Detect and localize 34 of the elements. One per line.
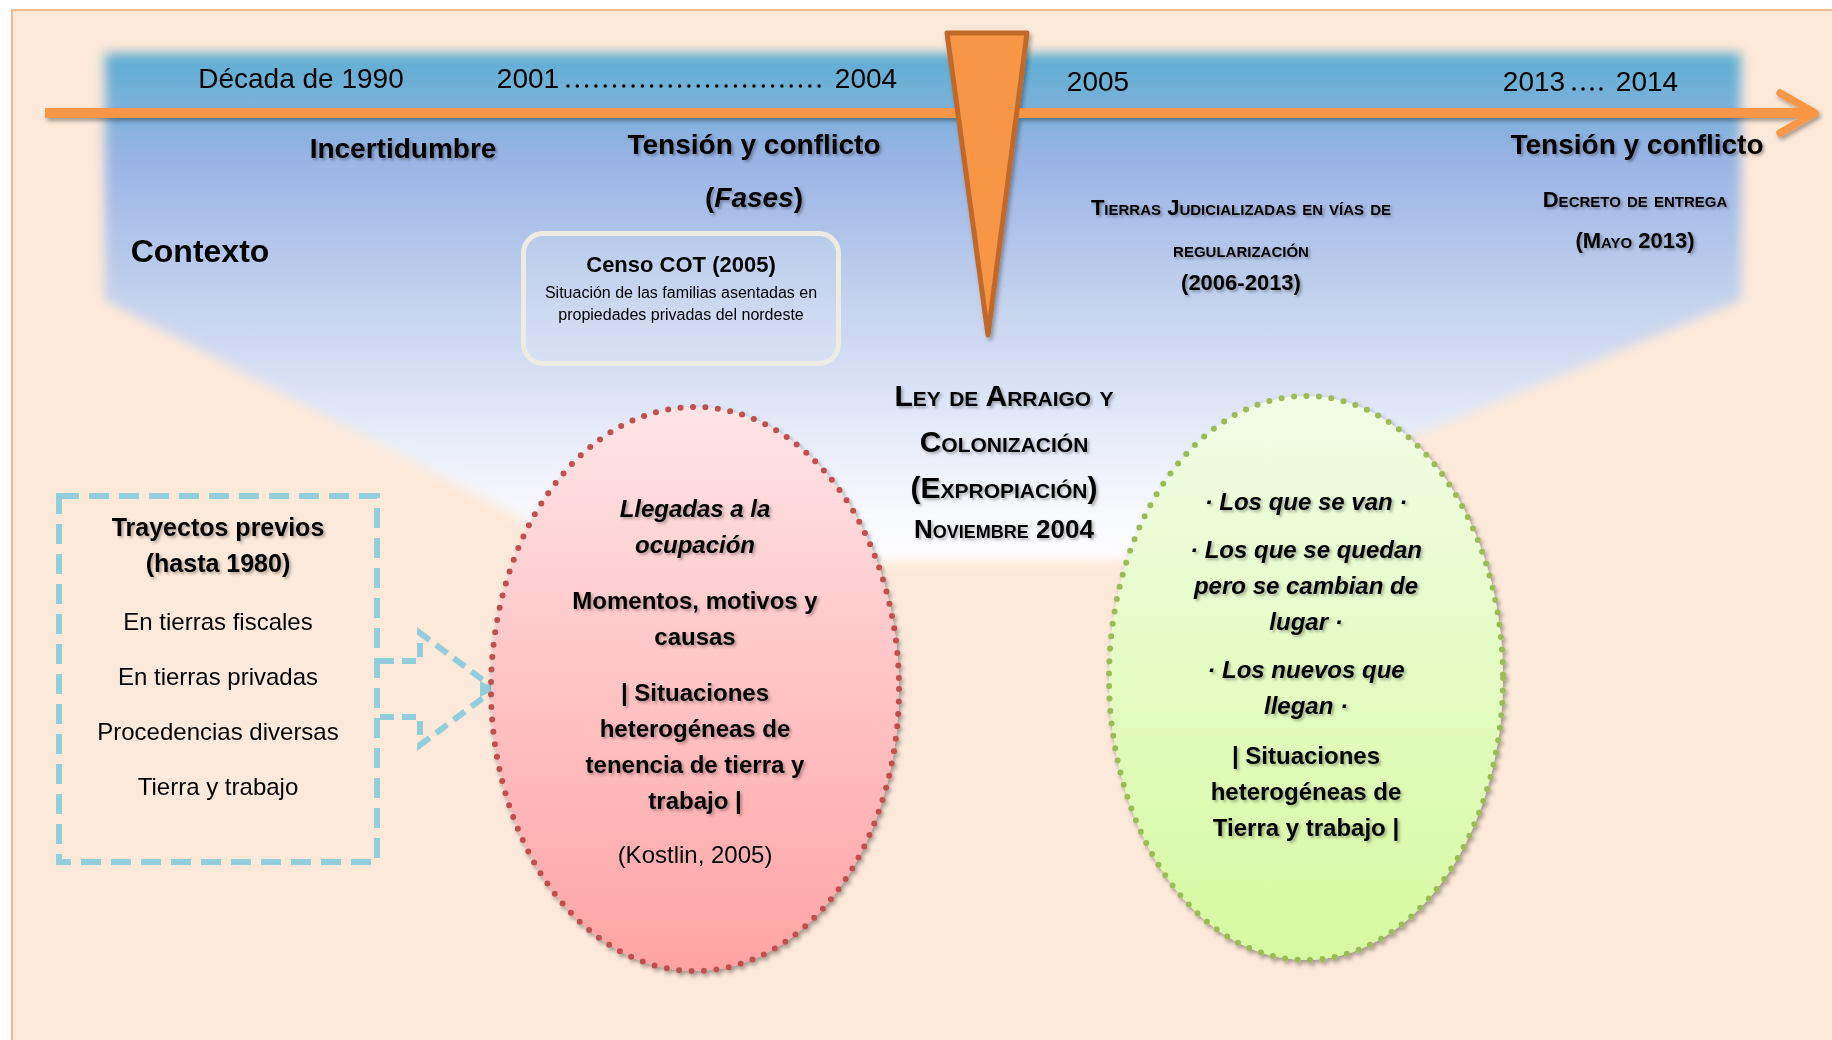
heading: Trayectos previos (hasta 1980): [110, 512, 326, 579]
list-item: En tierras privadas: [116, 663, 320, 691]
event-label: Decreto de entrega: [1541, 187, 1729, 214]
list-item: Procedencias diversas: [96, 718, 340, 746]
event-label: Ley de Arraigo y Colonización (Expropiación): [893, 378, 1115, 506]
rounded-box: [521, 231, 841, 366]
ellipse-text: · Los nuevos que llegan ·: [1206, 655, 1406, 721]
list-item: En tierras fiscales: [122, 608, 314, 636]
citation: (Kostlin, 2005): [616, 841, 774, 869]
year-label: 2001: [495, 62, 561, 96]
phase-label: (Fases): [703, 181, 805, 215]
dashed-box: [56, 493, 380, 865]
year-label: 2014: [1614, 65, 1680, 99]
phase-label: Incertidumbre: [308, 132, 498, 166]
date-label: (Mayo 2013): [1574, 228, 1696, 255]
period-label: Década de 1990: [197, 62, 405, 96]
date-label: Noviembre 2004: [913, 514, 1095, 546]
date-label: (2006-2013): [1180, 270, 1302, 297]
ellipse-heading: Llegadas a la ocupación: [618, 494, 772, 560]
ellipse-text: | Situaciones heterogéneas de tenencia de tierra y trabajo |: [584, 678, 806, 816]
phase-label: Tensión y conflicto: [626, 128, 882, 162]
event-label: Tierras Judicializadas en vías de regularización: [1089, 194, 1393, 264]
phase-label: Tensión y conflicto: [1509, 128, 1765, 162]
ellipse-text: Momentos, motivos y causas: [571, 586, 819, 652]
ellipse-text: · Los que se quedan pero se cambian de lugar ·: [1189, 535, 1423, 637]
ellipse-text: | Situaciones heterogéneas de Tierra y trabajo |: [1209, 741, 1403, 843]
section-label: Contexto: [129, 232, 271, 271]
ellipse-text: · Los que se van ·: [1203, 487, 1409, 517]
box-title: Censo COT (2005): [585, 252, 777, 278]
box-text: Situación de las familias asentadas en propiedades privadas del nordeste: [543, 283, 819, 325]
year-label: 2013: [1501, 65, 1567, 99]
year-label: 2004: [833, 62, 899, 96]
list-item: Tierra y trabajo: [136, 773, 300, 801]
year-label: 2005: [1065, 65, 1131, 99]
